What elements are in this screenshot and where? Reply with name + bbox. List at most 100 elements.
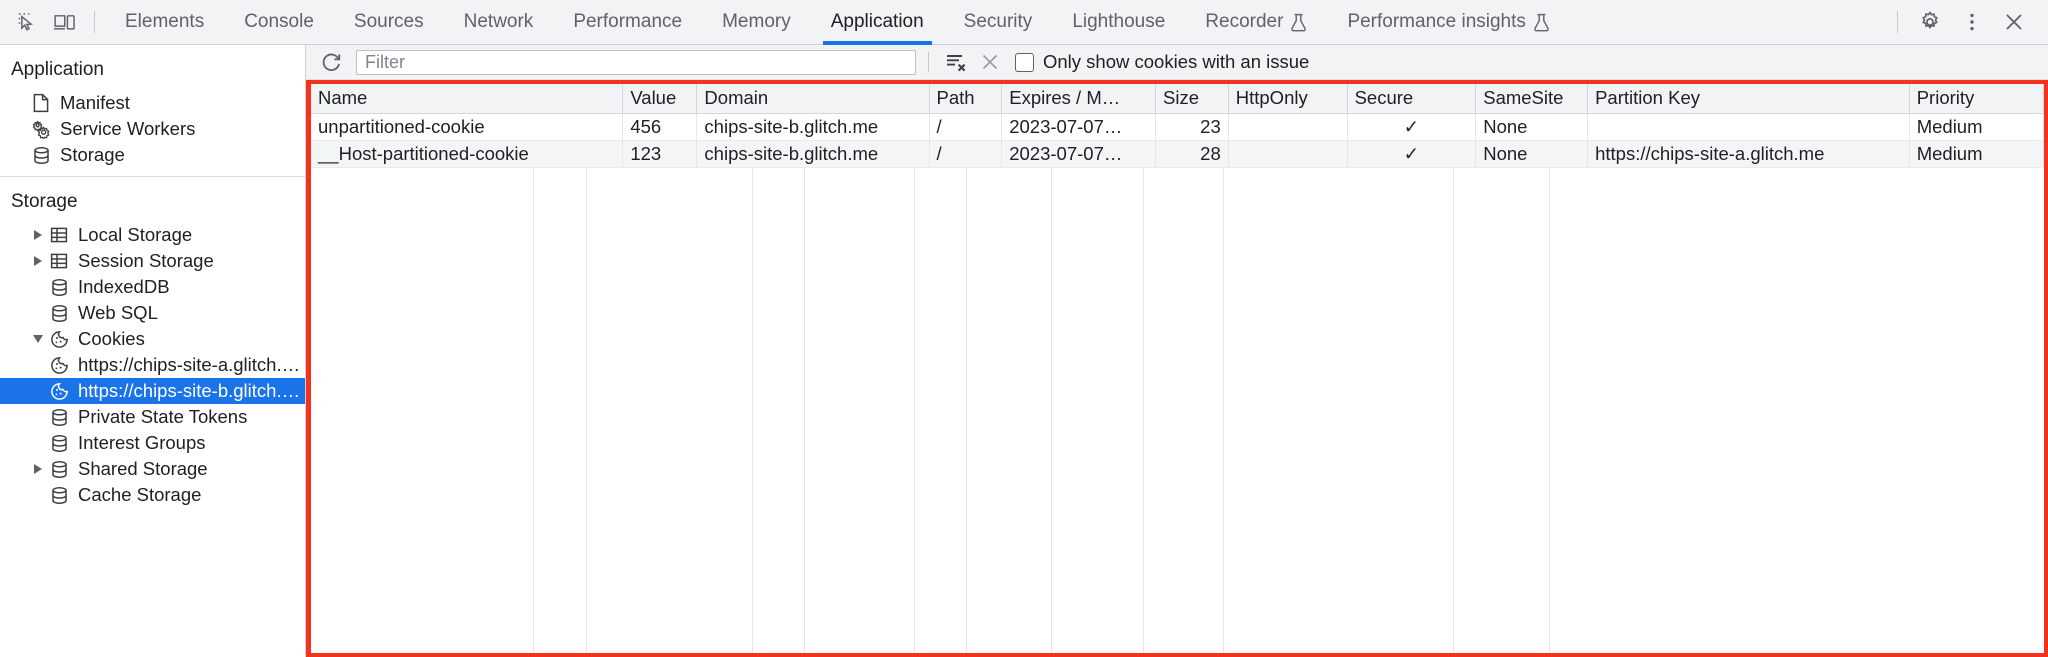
- cell-priority[interactable]: Medium: [1909, 113, 2044, 141]
- sidebar-item-cookies-site-a[interactable]: https://chips-site-a.glitch.me: [0, 352, 305, 378]
- sidebar-item-indexeddb[interactable]: IndexedDB: [0, 274, 305, 300]
- column-header-domain[interactable]: Domain: [696, 84, 930, 114]
- column-header-secure[interactable]: Secure: [1347, 84, 1477, 114]
- chevron-right-icon[interactable]: [29, 464, 47, 474]
- column-header-priority[interactable]: Priority: [1909, 84, 2044, 114]
- tab-performance-insights[interactable]: Performance insights: [1327, 0, 1569, 45]
- clear-filtered-cookies-icon[interactable]: [941, 48, 971, 76]
- chevron-right-icon[interactable]: [29, 256, 47, 266]
- sidebar-item-session-storage[interactable]: Session Storage: [0, 248, 305, 274]
- sidebar-item-cache-storage[interactable]: Cache Storage: [0, 482, 305, 508]
- cell-path[interactable]: /: [929, 140, 1003, 168]
- database-icon: [29, 145, 53, 165]
- cell-partition-key[interactable]: [1587, 113, 1910, 141]
- cell-httponly[interactable]: [1228, 140, 1348, 168]
- clear-all-cookies-icon[interactable]: [975, 48, 1005, 76]
- tab-elements[interactable]: Elements: [105, 0, 224, 45]
- sidebar-item-local-storage[interactable]: Local Storage: [0, 222, 305, 248]
- sidebar-item-storage[interactable]: Storage: [0, 142, 305, 168]
- sidebar-item-label: https://chips-site-a.glitch.me: [78, 354, 305, 375]
- cookies-table: Name Value Domain Path Expires / M… Size…: [311, 84, 2044, 168]
- tab-security[interactable]: Security: [944, 0, 1053, 45]
- column-header-name[interactable]: Name: [311, 84, 624, 114]
- sidebar-item-private-state-tokens[interactable]: Private State Tokens: [0, 404, 305, 430]
- toolbar-divider-right: [1897, 11, 1898, 33]
- main-toolbar: Elements Console Sources Network Perform…: [0, 0, 2048, 45]
- sidebar-item-cookies-site-b[interactable]: https://chips-site-b.glitch.me: [0, 378, 305, 404]
- tab-label: Performance: [573, 11, 683, 32]
- more-vertical-icon[interactable]: [1952, 5, 1992, 39]
- cell-name[interactable]: __Host-partitioned-cookie: [311, 140, 624, 168]
- cell-path[interactable]: /: [929, 113, 1003, 141]
- table-row[interactable]: unpartitioned-cookie 456 chips-site-b.gl…: [311, 113, 2044, 141]
- cell-name[interactable]: unpartitioned-cookie: [311, 113, 624, 141]
- document-icon: [29, 93, 53, 113]
- cell-value[interactable]: 456: [622, 113, 698, 141]
- cell-expires[interactable]: 2023-07-07…: [1001, 113, 1157, 141]
- sidebar-item-interest-groups[interactable]: Interest Groups: [0, 430, 305, 456]
- filter-input[interactable]: [363, 50, 909, 74]
- table-icon: [47, 251, 71, 271]
- only-issues-checkbox[interactable]: [1015, 52, 1034, 72]
- sidebar-item-manifest[interactable]: Manifest: [0, 90, 305, 116]
- inspect-element-icon[interactable]: [8, 5, 46, 39]
- column-header-size[interactable]: Size: [1155, 84, 1229, 114]
- tab-label: Sources: [353, 11, 424, 32]
- sidebar-item-label: Web SQL: [78, 302, 158, 323]
- tab-label: Network: [463, 11, 534, 32]
- sidebar-item-web-sql[interactable]: Web SQL: [0, 300, 305, 326]
- cell-samesite[interactable]: None: [1475, 113, 1589, 141]
- cell-size[interactable]: 23: [1155, 113, 1229, 141]
- tab-network[interactable]: Network: [444, 0, 554, 45]
- sidebar-item-shared-storage[interactable]: Shared Storage: [0, 456, 305, 482]
- column-header-httponly[interactable]: HttpOnly: [1228, 84, 1348, 114]
- tab-lighthouse[interactable]: Lighthouse: [1052, 0, 1185, 45]
- cell-samesite[interactable]: None: [1475, 140, 1589, 168]
- close-icon[interactable]: [1994, 5, 2034, 39]
- tab-sources[interactable]: Sources: [334, 0, 444, 45]
- column-header-samesite[interactable]: SameSite: [1475, 84, 1589, 114]
- only-issues-checkbox-row[interactable]: Only show cookies with an issue: [1015, 51, 1309, 73]
- gear-icon[interactable]: [1910, 5, 1950, 39]
- tab-label: Memory: [722, 11, 791, 32]
- cell-domain[interactable]: chips-site-b.glitch.me: [696, 140, 930, 168]
- filter-input-wrapper[interactable]: [356, 49, 916, 75]
- sidebar-item-cookies[interactable]: Cookies: [0, 326, 305, 352]
- tab-memory[interactable]: Memory: [702, 0, 811, 45]
- device-toggle-icon[interactable]: [46, 5, 84, 39]
- cell-httponly[interactable]: [1228, 113, 1348, 141]
- cookies-filter-toolbar: Only show cookies with an issue: [306, 45, 2048, 80]
- tab-console[interactable]: Console: [224, 0, 334, 45]
- database-icon: [47, 407, 71, 427]
- sidebar-item-service-workers[interactable]: Service Workers: [0, 116, 305, 142]
- cell-value[interactable]: 123: [622, 140, 698, 168]
- sidebar-item-label: Cache Storage: [78, 484, 202, 505]
- tab-label: Recorder: [1205, 11, 1284, 32]
- tab-performance[interactable]: Performance: [553, 0, 702, 45]
- refresh-icon[interactable]: [316, 48, 346, 76]
- gears-icon: [29, 119, 53, 139]
- tab-application[interactable]: Application: [811, 0, 944, 45]
- column-header-path[interactable]: Path: [929, 84, 1003, 114]
- database-icon: [47, 303, 71, 323]
- cell-priority[interactable]: Medium: [1909, 140, 2044, 168]
- sidebar-item-label: Private State Tokens: [78, 406, 248, 427]
- cookies-table-highlight: Name Value Domain Path Expires / M… Size…: [306, 80, 2048, 657]
- column-header-partition-key[interactable]: Partition Key: [1587, 84, 1910, 114]
- cell-expires[interactable]: 2023-07-07…: [1001, 140, 1157, 168]
- tab-recorder[interactable]: Recorder: [1185, 0, 1327, 45]
- chevron-down-icon[interactable]: [29, 335, 47, 343]
- cell-secure[interactable]: ✓: [1347, 140, 1477, 168]
- column-header-value[interactable]: Value: [622, 84, 698, 114]
- cell-domain[interactable]: chips-site-b.glitch.me: [696, 113, 930, 141]
- cell-secure[interactable]: ✓: [1347, 113, 1477, 141]
- tab-label: Security: [963, 11, 1033, 32]
- chevron-right-icon[interactable]: [29, 230, 47, 240]
- column-header-expires[interactable]: Expires / M…: [1001, 84, 1157, 114]
- cell-partition-key[interactable]: https://chips-site-a.glitch.me: [1587, 140, 1910, 168]
- application-sidebar: Application Manifest: [0, 45, 306, 657]
- sidebar-item-label: Service Workers: [60, 118, 196, 139]
- cell-size[interactable]: 28: [1155, 140, 1229, 168]
- table-row[interactable]: __Host-partitioned-cookie 123 chips-site…: [311, 140, 2044, 168]
- toolbar-right-actions: [1887, 5, 2034, 39]
